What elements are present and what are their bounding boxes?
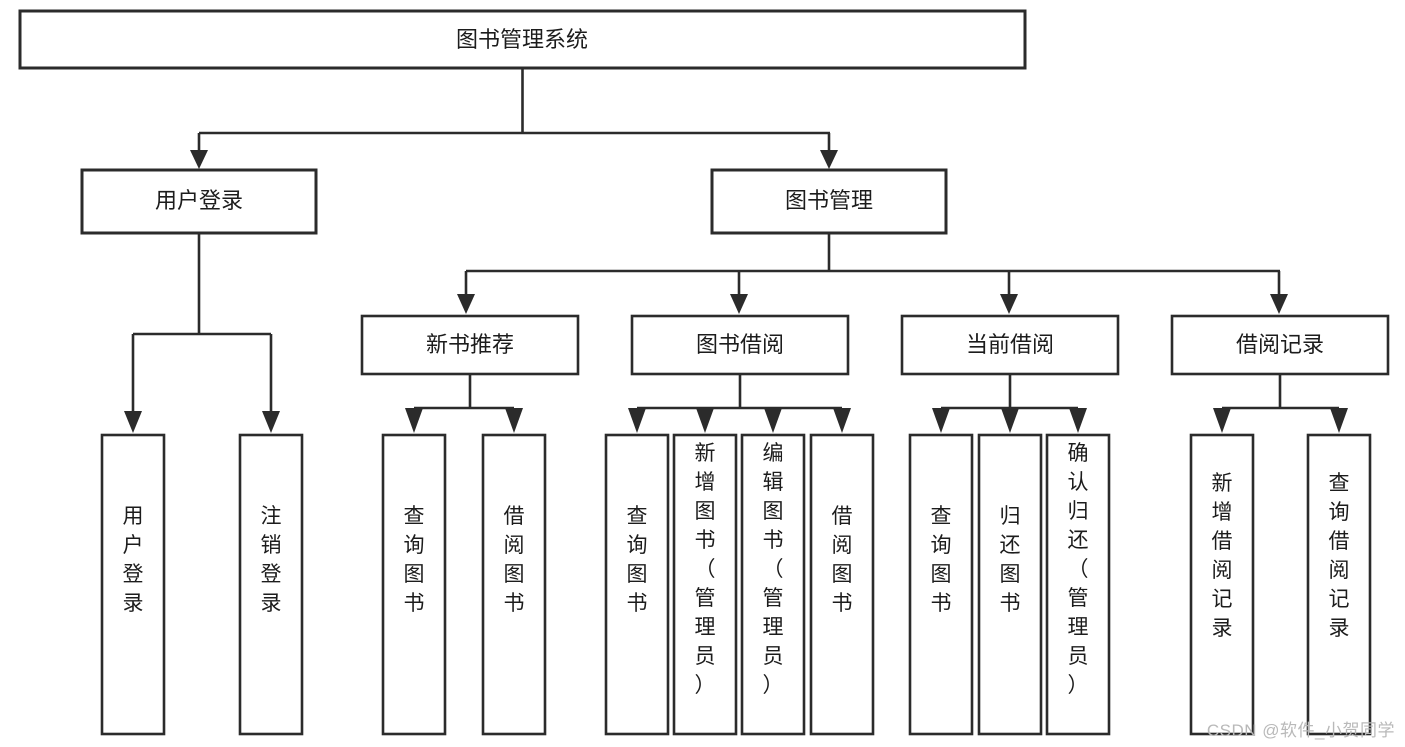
node-current-confirm-return[interactable]: 确认归还（管理员） [1045,433,1111,736]
node-record-query-label: 查询借阅记录 [1329,472,1350,640]
node-root[interactable]: 图书管理系统 [18,9,1027,70]
node-book-borrow[interactable]: 图书借阅 [630,314,850,376]
node-record-query[interactable]: 查询借阅记录 [1306,433,1372,736]
connector-userlogin-to-leaves [124,233,280,433]
node-user-login-do-label: 用户登录 [123,505,144,615]
node-current-query-book-label: 查询图书 [931,505,952,615]
node-borrow-borrow-book-label: 借阅图书 [832,505,853,615]
node-recommend-query-book[interactable]: 查询图书 [381,433,447,736]
node-current-return-book[interactable]: 归还图书 [977,433,1043,736]
node-borrow-record-label: 借阅记录 [1236,332,1324,357]
node-current-borrow[interactable]: 当前借阅 [900,314,1120,376]
node-record-add[interactable]: 新增借阅记录 [1189,433,1255,736]
node-user-logout[interactable]: 注销登录 [238,433,304,736]
node-borrow-edit-book[interactable]: 编辑图书（管理员） [740,433,806,736]
node-current-return-book-label: 归还图书 [1000,505,1021,615]
node-current-query-book[interactable]: 查询图书 [908,433,974,736]
node-user-login[interactable]: 用户登录 [80,168,318,235]
connector-bookmanage-to-children [457,233,1288,314]
node-borrow-query-book-label: 查询图书 [627,505,648,615]
node-recommend-query-book-label: 查询图书 [404,505,425,615]
node-user-logout-label: 注销登录 [261,505,282,615]
connector-layer [124,68,1348,433]
connector-newbook-to-leaves [405,374,523,433]
node-book-borrow-label: 图书借阅 [696,332,784,357]
node-borrow-edit-book-label: 编辑图书（管理员） [763,442,784,697]
connector-root-to-level1 [190,68,838,169]
node-root-label: 图书管理系统 [456,27,588,52]
node-new-book-recommend[interactable]: 新书推荐 [360,314,580,376]
node-book-manage-label: 图书管理 [785,188,873,213]
connector-bookborrow-to-leaves [628,374,851,433]
node-borrow-query-book[interactable]: 查询图书 [604,433,670,736]
csdn-watermark: CSDN @软件_小贺同学 [1206,721,1395,740]
node-recommend-borrow-book-label: 借阅图书 [504,505,525,615]
connector-currentborrow-to-leaves [932,374,1087,433]
node-record-add-label: 新增借阅记录 [1212,472,1233,640]
node-current-confirm-return-label: 确认归还（管理员） [1068,442,1089,697]
node-user-login-label: 用户登录 [155,188,243,213]
node-borrow-borrow-book[interactable]: 借阅图书 [809,433,875,736]
node-user-login-do[interactable]: 用户登录 [100,433,166,736]
node-borrow-add-book[interactable]: 新增图书（管理员） [672,433,738,736]
connector-borrowrecord-to-leaves [1213,374,1348,433]
node-new-book-recommend-label: 新书推荐 [426,332,514,357]
node-recommend-borrow-book[interactable]: 借阅图书 [481,433,547,736]
node-book-manage[interactable]: 图书管理 [710,168,948,235]
node-borrow-add-book-label: 新增图书（管理员） [695,442,716,697]
node-current-borrow-label: 当前借阅 [966,332,1054,357]
node-borrow-record[interactable]: 借阅记录 [1170,314,1390,376]
